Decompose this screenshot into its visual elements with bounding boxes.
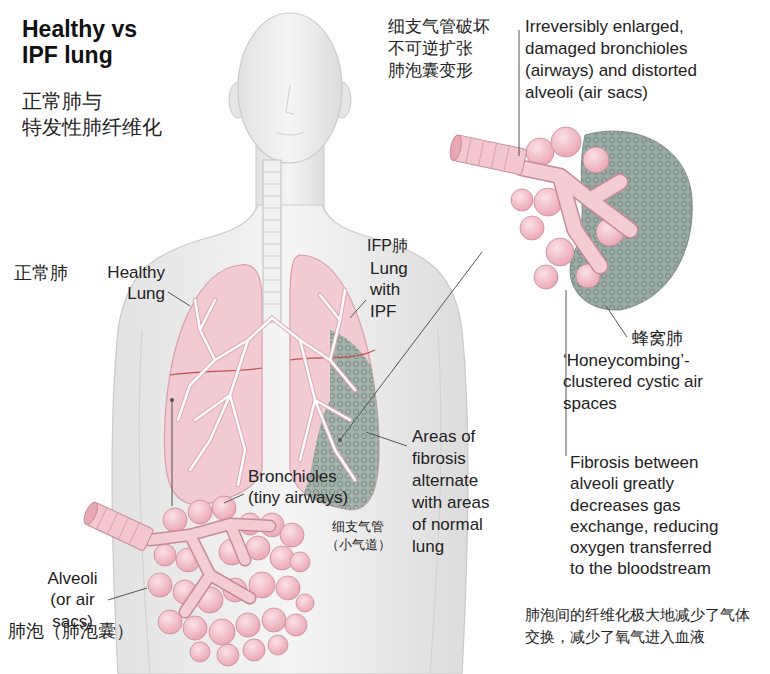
- part-label-zh: 细支气管 （小气道）: [318, 518, 398, 554]
- part-label: Lung with IPF: [370, 258, 415, 322]
- callout-label: Fibrosis between alveoli greatly decreas…: [570, 452, 725, 580]
- part-label: Bronchioles (tiny airways): [248, 466, 368, 509]
- part-label: Healthy Lung: [95, 262, 165, 305]
- callout-label: Irreversibly enlarged, damaged bronchiol…: [525, 16, 730, 104]
- part-label-zh: IFP肺: [367, 236, 408, 256]
- leader-dots: [170, 398, 342, 442]
- part-label-zh: 正常肺: [14, 262, 68, 285]
- callout-label: ‘Honeycombing’- clustered cystic air spa…: [563, 350, 703, 414]
- healthy-alveoli-zoom: [148, 496, 314, 666]
- callout-zh: 蜂窝肺: [632, 328, 683, 349]
- note-zh: 肺泡间的纤维化极大地减少了气体交换，减少了氧气进入血液: [525, 604, 757, 648]
- part-label-zh: 肺泡（肺泡囊）: [8, 620, 134, 643]
- diagram-title: Healthy vs IPF lung: [22, 16, 162, 69]
- ipf-airway-tube: [448, 134, 527, 175]
- callout-zh: 细支气管破坏 不可逆扩张 肺泡囊变形: [388, 16, 500, 82]
- healthy-bronchiole: [150, 524, 270, 612]
- leader-lines: [108, 30, 627, 600]
- title-zh: 正常肺与 特发性肺纤维化: [22, 88, 187, 140]
- enlarged-bronchiole: [522, 168, 630, 266]
- human-figure: [112, 13, 468, 674]
- callout-label: Areas of fibrosis alternate with areas o…: [412, 426, 502, 559]
- lungs: [164, 160, 388, 520]
- healthy-airway-tube: [81, 500, 154, 551]
